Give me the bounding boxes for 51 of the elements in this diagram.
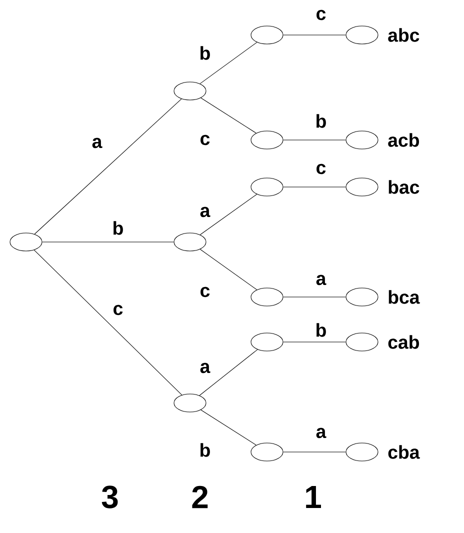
level-number: 3 bbox=[102, 486, 118, 508]
edge-label: c bbox=[198, 134, 212, 146]
edge-label: c bbox=[314, 8, 328, 22]
leaf-label: cab bbox=[388, 335, 419, 349]
branch-line bbox=[200, 42, 258, 84]
leaf-label: acb bbox=[388, 133, 419, 147]
tree-node bbox=[10, 232, 42, 252]
level-number: 2 bbox=[192, 486, 208, 508]
tree-node bbox=[346, 288, 378, 306]
leaf-label: cba bbox=[388, 445, 420, 459]
edge-label: a bbox=[198, 206, 212, 218]
tree-node bbox=[346, 332, 378, 352]
tree-node bbox=[250, 178, 284, 196]
edge-label: a bbox=[314, 426, 328, 440]
branch-line bbox=[283, 34, 346, 36]
tree-node bbox=[346, 130, 378, 150]
tree-node bbox=[346, 178, 378, 196]
branch-line bbox=[34, 98, 182, 234]
edge-label: b bbox=[314, 112, 328, 130]
branch-line bbox=[200, 248, 258, 290]
tree-node bbox=[174, 232, 206, 252]
tree-node bbox=[250, 26, 284, 44]
edge-label: a bbox=[314, 274, 328, 286]
branch-line bbox=[283, 186, 346, 188]
edge-label: c bbox=[111, 304, 125, 316]
edge-label: b bbox=[110, 220, 126, 236]
branch-line bbox=[199, 349, 258, 396]
tree-node bbox=[346, 442, 378, 462]
leaf-label: bca bbox=[388, 290, 420, 304]
edge-label: a bbox=[90, 136, 104, 150]
leaf-label: abc bbox=[388, 28, 420, 42]
branch-line bbox=[283, 296, 346, 298]
edge-label: b bbox=[198, 44, 212, 62]
branch-line bbox=[200, 194, 258, 236]
tree-node bbox=[250, 442, 284, 462]
branch-line bbox=[34, 250, 182, 396]
branch-line bbox=[200, 410, 256, 446]
level-number: 1 bbox=[306, 486, 321, 508]
tree-node bbox=[250, 332, 284, 352]
leaf-label: bac bbox=[388, 180, 420, 194]
tree-node bbox=[250, 288, 284, 306]
edge-label: c bbox=[314, 162, 328, 176]
tree-node bbox=[174, 82, 206, 100]
branch-line bbox=[200, 98, 256, 134]
tree-node bbox=[250, 130, 284, 150]
tree-node bbox=[174, 394, 206, 412]
edge-label: c bbox=[198, 286, 212, 298]
edge-label: b bbox=[314, 322, 328, 338]
edge-label: a bbox=[198, 362, 212, 374]
edge-label: b bbox=[198, 442, 212, 458]
tree-node bbox=[346, 26, 378, 44]
